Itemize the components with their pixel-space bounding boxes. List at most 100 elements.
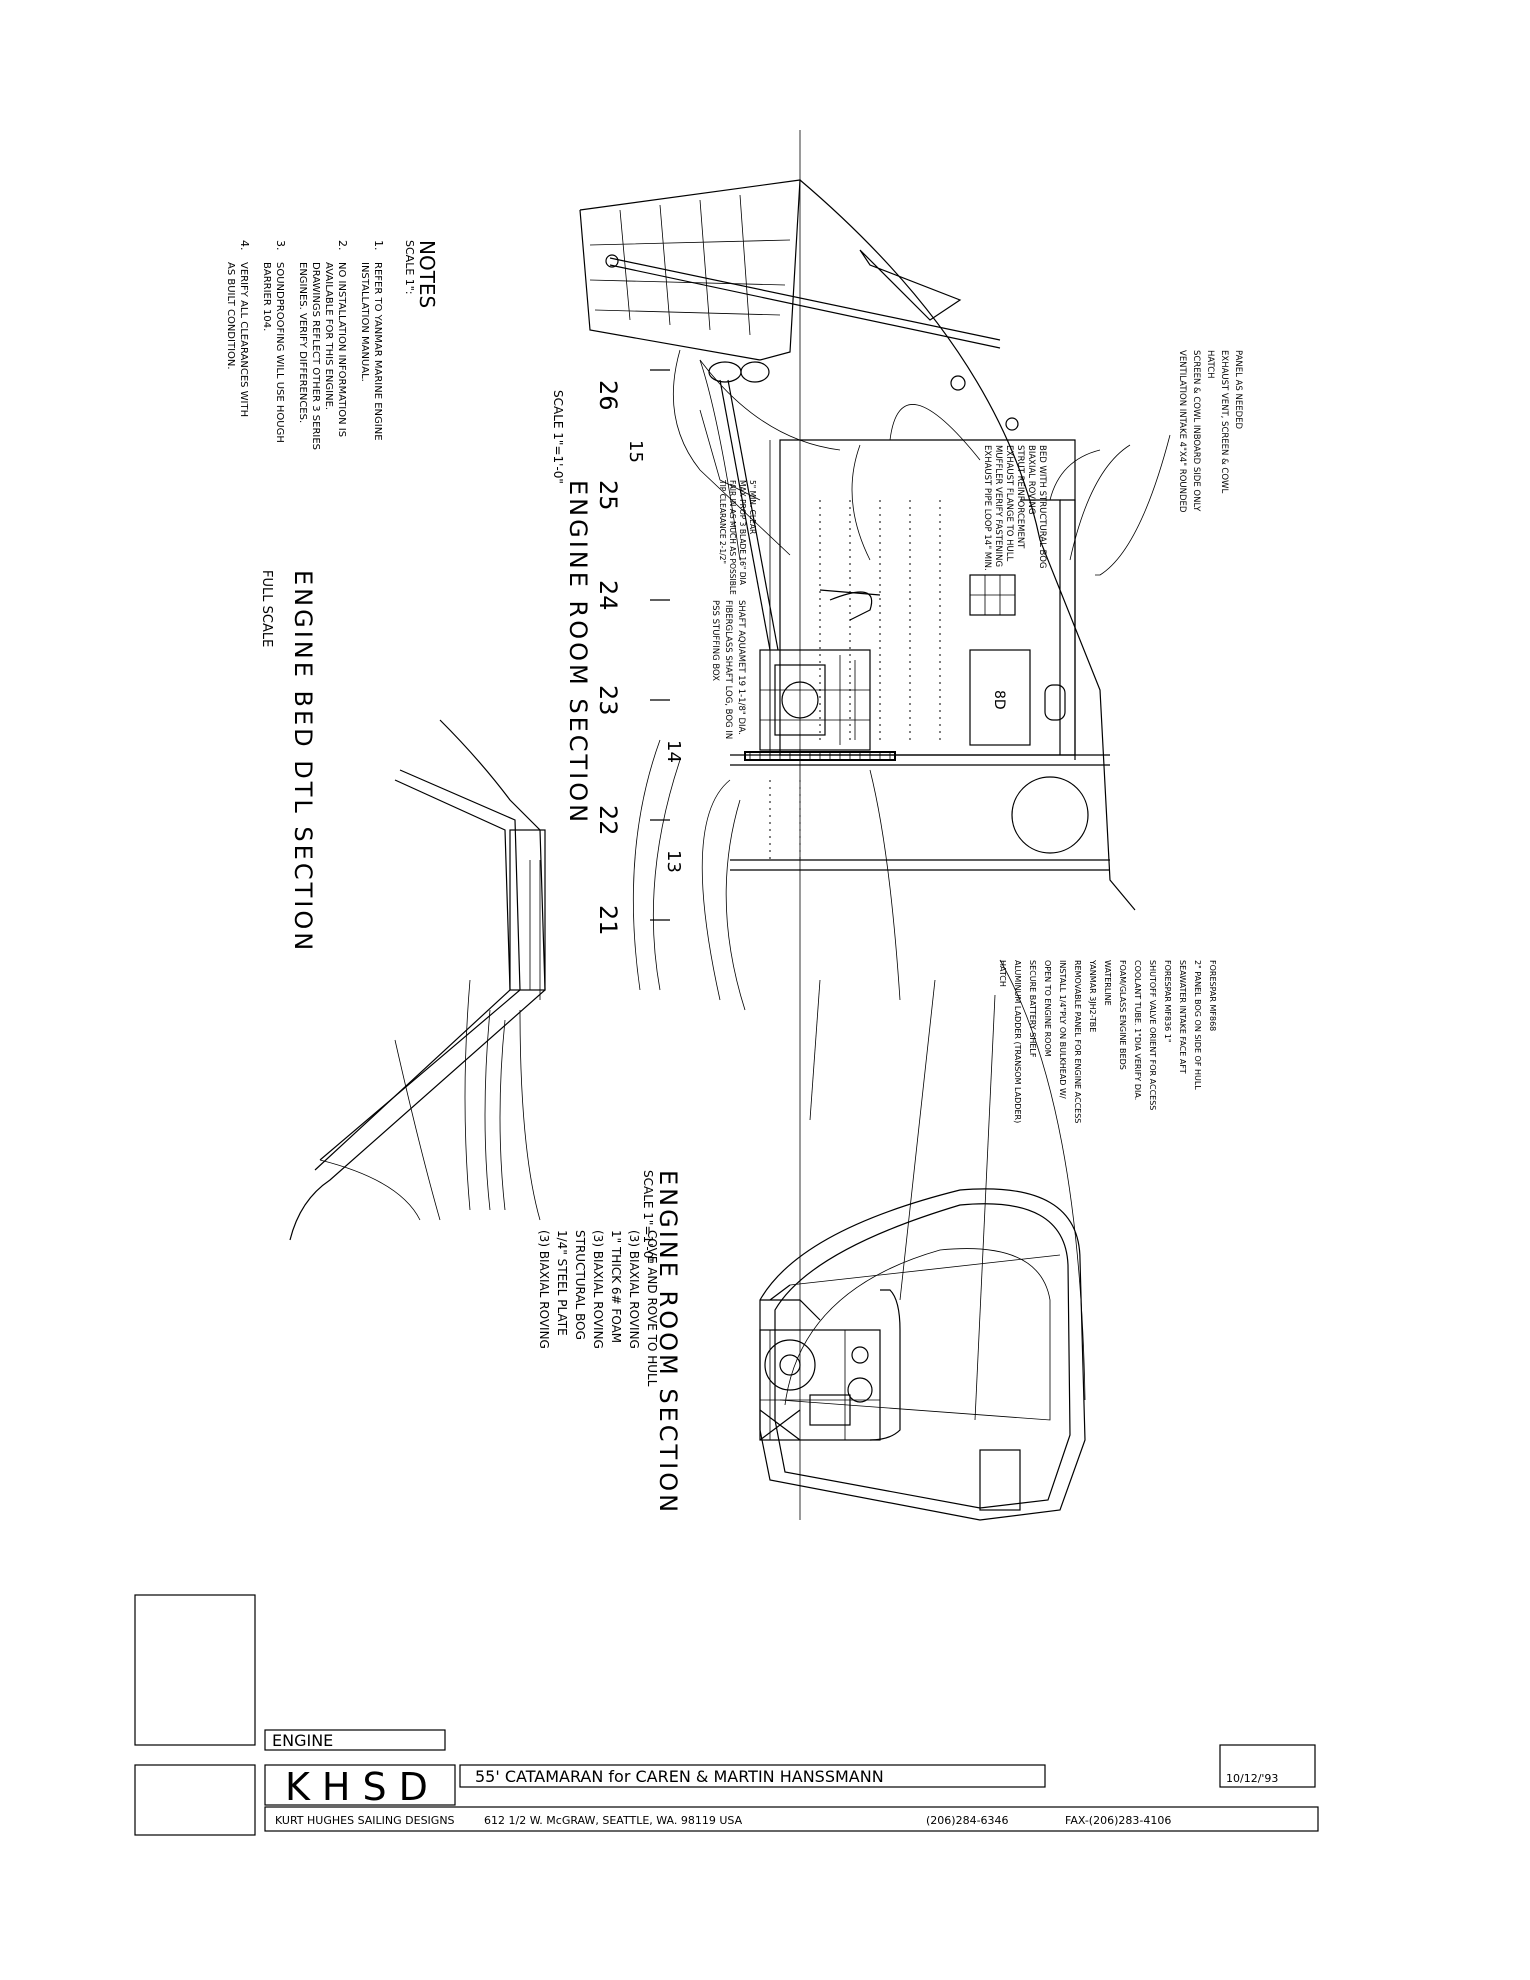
callout-label: 5" MIN. CLEAR	[748, 480, 757, 534]
company-phone: (206)284-6346	[926, 1814, 1009, 1827]
round-hatch	[1011, 776, 1089, 854]
note-line: INSTALLATION MANUAL.	[359, 262, 370, 382]
callout-label: YANMAR 3JH2-TBE	[1088, 959, 1097, 1032]
engine-bed-callouts: (3) BIAXIAL ROVING 1/4" STEEL PLATE STRUCT…	[537, 1230, 659, 1387]
cross-section-title: ENGINE ROOM SECTION SCALE 1"=1'-0"	[641, 1170, 682, 1515]
callout-label: ALUMINUM LADDER (TRANSOM LADDER)	[1013, 960, 1022, 1123]
note-number: 3.	[274, 240, 287, 251]
callouts-mid: EXHAUST PIPE LOOP 14" MIN.MUFFLER VERIFY…	[982, 445, 1047, 571]
callout-label: FOAM/GLASS ENGINE BEDS	[1118, 960, 1127, 1070]
notes-title: NOTES	[415, 240, 439, 308]
note-number: 2.	[336, 240, 349, 251]
station-labels: 26 25 24 23 22 21 15 14 13	[594, 380, 684, 936]
callout-label: PSS STUFFING BOX	[710, 600, 720, 681]
station-21: 21	[594, 905, 622, 936]
drawing-date: 10/12/'93	[1226, 1772, 1278, 1785]
title-block: ENGINE KHSD 55' CATAMARAN for CAREN & MA…	[134, 1594, 1319, 1836]
station-24: 24	[594, 580, 622, 611]
side-section-title: ENGINE ROOM SECTION SCALE 1"=1'-0"	[551, 390, 592, 825]
notes-scale: SCALE 1":	[403, 240, 416, 295]
frame-14: 14	[663, 740, 684, 763]
callouts-prop: TIP CLEARANCE 2-1/2"FAIR IN AS MUCH AS P…	[718, 479, 757, 595]
note-line: AS BUILT CONDITION.	[225, 262, 236, 370]
cross-section-box	[979, 1449, 1021, 1511]
callout-label: EXHAUST FLANGE TO HULL	[1004, 445, 1014, 561]
side-section-drawing: 8D	[579, 130, 1171, 1520]
khsd-logo: KHSD	[285, 1765, 440, 1809]
callout-label: EXHAUST VENT, SCREEN & COWL	[1219, 350, 1229, 493]
callout-label: BIAXIAL ROVING	[1026, 445, 1036, 514]
callout-label: COOLANT TUBE. 1"DIA VERIFY DIA.	[1133, 960, 1142, 1100]
engine-bed-drawing	[289, 719, 546, 1241]
sheet-box	[264, 1729, 446, 1751]
callout-label: COVE AND ROVE TO HULL	[645, 1230, 659, 1387]
side-section-title-text: ENGINE ROOM SECTION	[564, 480, 592, 825]
cross-section-drawing	[759, 1188, 1086, 1521]
cross-section-scale: SCALE 1"=1'-0"	[641, 1170, 655, 1264]
callout-label: TIP CLEARANCE 2-1/2"	[718, 479, 727, 564]
callout-label: FORESPAR MF836 1"	[1163, 960, 1172, 1043]
address-box	[264, 1806, 1319, 1832]
callout-label: 1/4" STEEL PLATE	[555, 1230, 569, 1336]
station-23: 23	[594, 685, 622, 716]
callout-label: VENTILATION INTAKE 4"X4" ROUNDED	[1177, 350, 1187, 513]
callout-label: PANEL AS NEEDED	[1233, 350, 1243, 429]
callout-label: (3) BIAXIAL ROVING	[627, 1230, 641, 1349]
steel-plate	[509, 829, 546, 991]
callout-label: EXHAUST PIPE LOOP 14" MIN.	[982, 445, 992, 571]
callouts-upper: VENTILATION INTAKE 4"X4" ROUNDED SCREEN &…	[1177, 350, 1243, 513]
callout-label: OPEN TO ENGINE ROOM	[1043, 960, 1052, 1057]
note-line: DRAWINGS REFLECT OTHER 3 SERIES	[310, 262, 321, 450]
frame-15: 15	[625, 440, 646, 463]
note-line: SOUNDPROOFING WILL USE HOUGH	[274, 262, 285, 443]
note-line: REFER TO YANMAR MARINE ENGINE	[372, 262, 383, 441]
khsd-logo-box	[264, 1764, 456, 1806]
callout-label: SHAFT AQUAMET 19 1-1/8" DIA.	[736, 600, 746, 735]
callout-label: (3) BIAXIAL ROVING	[591, 1230, 605, 1349]
note-number: 1.	[372, 240, 385, 251]
callout-label: STRUT REINFORCEMENT	[1015, 445, 1025, 549]
callout-label: (3) BIAXIAL ROVING	[537, 1230, 551, 1349]
callout-label: HATCH	[998, 960, 1007, 987]
callouts-lower: HATCH ALUMINUM LADDER (TRANSOM LADDER) SEC…	[998, 959, 1217, 1123]
callout-label: FIBERGLASS SHAFT LOG, BOG IN	[723, 600, 733, 739]
company-fax: FAX-(206)283-4106	[1065, 1814, 1171, 1827]
note-line: AVAILABLE FOR THIS ENGINE.	[323, 262, 334, 410]
callout-label: STRUCTURAL BOG	[573, 1230, 587, 1340]
notes-list: 1. REFER TO YANMAR MARINE ENGINEINSTALLAT…	[225, 240, 385, 450]
callout-label: BED WITH STRUCTURAL BOG	[1037, 445, 1047, 568]
sheet-name: ENGINE	[272, 1731, 333, 1750]
note-line: NO INSTALLATION INFORMATION IS	[336, 262, 347, 437]
note-line: VERIFY ALL CLEARANCES WITH	[238, 262, 249, 417]
callout-label: SCREEN & COWL INBOARD SIDE ONLY	[1191, 350, 1201, 512]
callout-label: SEAWATER INTAKE FACE AFT	[1178, 960, 1187, 1074]
callout-label: HATCH	[1205, 350, 1215, 379]
propeller	[708, 361, 742, 383]
callout-label: WATERLINE	[1103, 960, 1112, 1006]
callout-label: SECURE BATTERY SHELF	[1028, 960, 1037, 1058]
callout-label: MUFFLER VERIFY FASTENING	[993, 445, 1003, 567]
station-22: 22	[594, 805, 622, 836]
notes-block: NOTES SCALE 1": 1. REFER TO YANMAR MARINE…	[225, 240, 439, 450]
engine-bed-title-text: ENGINE BED DTL SECTION	[289, 570, 317, 953]
revision-box	[134, 1594, 256, 1746]
battery-box	[969, 649, 1031, 746]
callout-label: MAX PROP 3 BLADE 16" DIA	[738, 480, 747, 586]
frame-13: 13	[663, 850, 684, 873]
side-section-scale: SCALE 1"=1'-0"	[551, 390, 565, 484]
station-25: 25	[594, 480, 622, 511]
callout-label: FORESPAR MF868	[1208, 960, 1217, 1031]
battery-label: 8D	[991, 690, 1007, 710]
note-number: 4.	[238, 240, 251, 251]
cross-section-engine	[759, 1299, 881, 1441]
company-name: KURT HUGHES SAILING DESIGNS	[275, 1814, 455, 1827]
logo-box	[134, 1764, 256, 1836]
engine-bed-scale: FULL SCALE	[259, 570, 274, 647]
cross-section-title-text: ENGINE ROOM SECTION	[654, 1170, 682, 1515]
callout-label: FAIR IN AS MUCH AS POSSIBLE	[728, 480, 737, 595]
note-line: BARRIER 104.	[261, 262, 272, 331]
project-box	[459, 1764, 1046, 1788]
yanmar-engine	[744, 649, 896, 761]
station-26: 26	[594, 380, 622, 411]
